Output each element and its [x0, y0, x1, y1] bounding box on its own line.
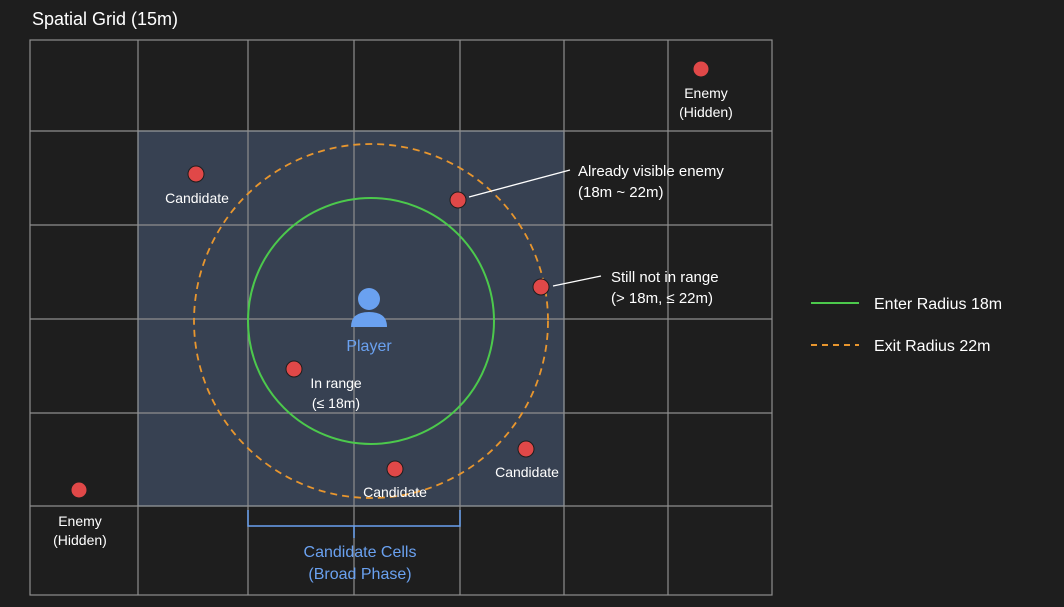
grid-border	[29, 39, 773, 596]
player-label: Player	[346, 338, 392, 355]
spatial-grid	[29, 39, 773, 596]
candidate-label: Candidate	[495, 464, 559, 480]
in-range-label: In range	[310, 375, 362, 391]
enemy-label: (Hidden)	[53, 532, 107, 548]
enemy-dot	[70, 481, 88, 499]
still-not-in-range-label: (> 18m, ≤ 22m)	[611, 290, 713, 307]
leader-line	[468, 169, 571, 198]
already-visible-label: (18m ~ 22m)	[578, 184, 663, 201]
player-icon	[351, 288, 387, 327]
enemy-markers	[70, 60, 710, 499]
legend-enter-label: Enter Radius 18m	[874, 296, 1002, 313]
candidate-label: Candidate	[165, 190, 229, 206]
leader-line	[552, 275, 602, 287]
legend: Enter Radius 18m Exit Radius 22m	[811, 296, 1002, 355]
in-range-label: (≤ 18m)	[312, 395, 360, 411]
already-visible-label: Already visible enemy	[578, 163, 724, 180]
enemy-dot	[386, 460, 404, 478]
enemy-dot	[187, 165, 205, 183]
broad-phase-label: (Broad Phase)	[308, 566, 411, 583]
enemy-label: Enemy	[684, 85, 728, 101]
exit-radius-circle	[193, 143, 549, 499]
legend-exit-label: Exit Radius 22m	[874, 338, 991, 355]
diagram-title: Spatial Grid (15m)	[32, 9, 178, 29]
enemy-dot	[285, 360, 303, 378]
enter-radius-circle	[247, 197, 495, 445]
enemy-label: Enemy	[58, 513, 102, 529]
enemy-dot	[692, 60, 710, 78]
enemy-dot	[532, 278, 550, 296]
candidate-label: Candidate	[363, 484, 427, 500]
enemy-label: (Hidden)	[679, 104, 733, 120]
candidate-cells-label: Candidate Cells	[304, 544, 417, 561]
still-not-in-range-label: Still not in range	[611, 269, 719, 286]
enemy-dot	[449, 191, 467, 209]
candidate-cells-bracket	[247, 510, 461, 538]
enemy-dot	[517, 440, 535, 458]
